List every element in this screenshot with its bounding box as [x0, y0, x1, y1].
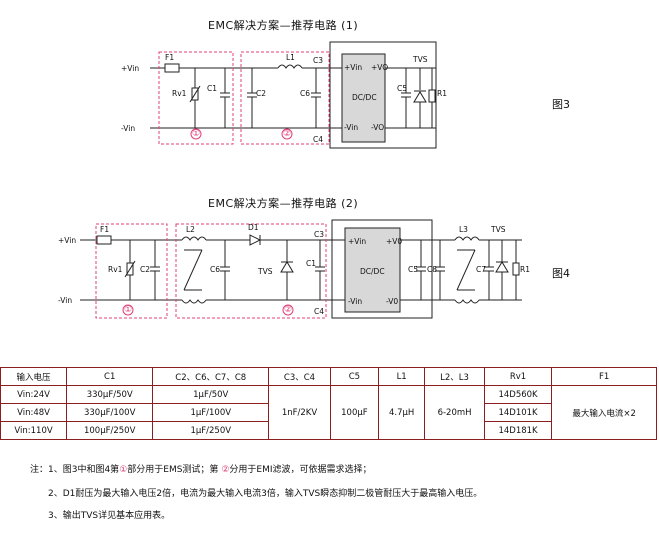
cell-f1: 最大输入电流×2 [551, 385, 657, 440]
fig2-module-vo-pos: +V0 [386, 237, 402, 246]
fig2-section1: ① [124, 305, 133, 315]
cell-c2: 1μF/100V [152, 403, 270, 422]
cell-rv1: 14D560K [483, 385, 553, 404]
header-c2: C2、C6、C7、C8 [152, 367, 270, 386]
note-1-b: 部分用于EMS测试；第 [127, 465, 219, 475]
fig2-tvs-in: TVS [257, 267, 273, 276]
fig2-l3: L3 [459, 225, 468, 234]
header-c5: C5 [329, 367, 379, 386]
cell-rv1: 14D181K [483, 421, 553, 440]
header-l1: L1 [377, 367, 426, 386]
note-2: 2、D1耐压为最大输入电压2倍，电流为最大输入电流3倍，输入TVS瞬态抑制二极管… [48, 489, 483, 499]
fig2-c4: C4 [314, 307, 324, 316]
figure1-schematic: +Vin -Vin F1 Rv1 C1 C2 L1 C6 C3 C4 +Vin … [121, 41, 447, 149]
fig2-c8: C8 [427, 265, 437, 274]
fig1-module-vin-pos: +Vin [344, 63, 362, 72]
fig1-input-pos: +Vin [121, 64, 139, 73]
table-row: Vin:48V 330μF/100V 1μF/100V 14D101K [0, 403, 657, 422]
fig2-l2: L2 [186, 225, 195, 234]
figure2-label: 图4 [552, 267, 570, 280]
cell-voltage: Vin:48V [0, 403, 68, 422]
component-table: 输入电压 C1 C2、C6、C7、C8 C3、C4 C5 L1 L2、L3 Rv… [0, 367, 657, 440]
fig2-c3: C3 [314, 230, 324, 239]
table-row: Vin:24V 330μF/50V 1μF/50V 1nF/2KV 100μF … [0, 385, 657, 440]
figure2-schematic: +Vin -Vin F1 Rv1 C2 L2 C6 D1 TVS C1 C3 C… [58, 219, 530, 319]
fig2-c2: C2 [140, 265, 150, 274]
fig1-c5: C5 [397, 84, 407, 93]
cell-voltage: Vin:110V [0, 421, 68, 440]
header-l2l3: L2、L3 [424, 367, 485, 386]
figure1-title: EMC解决方案—推荐电路 (1) [208, 19, 359, 32]
fig2-varistor: Rv1 [108, 265, 123, 274]
cell-c3c4: 1nF/2KV [268, 385, 331, 440]
cell-l1: 4.7μH [377, 385, 426, 440]
fig1-module-vo-neg: -VO [371, 123, 384, 132]
note-1-a: 注：1、图3中和图4第 [30, 465, 120, 475]
cell-rv1: 14D101K [483, 403, 553, 422]
fig2-module-vin-neg: -Vin [348, 297, 362, 306]
cell-c2: 1μF/50V [152, 385, 270, 404]
cell-c1: 100μF/250V [66, 421, 154, 440]
figure1-label: 图3 [552, 98, 570, 111]
note-1-circle1: ① [119, 465, 128, 475]
fig2-tvs-out: TVS [490, 225, 506, 234]
figure2-title: EMC解决方案—推荐电路 (2) [208, 197, 359, 210]
fig1-c3: C3 [313, 56, 323, 65]
header-voltage: 输入电压 [0, 367, 68, 386]
fig2-input-neg: -Vin [58, 296, 72, 305]
note-1-c: 分用于EMI滤波，可依据需求选择； [229, 465, 372, 475]
fig1-varistor: Rv1 [172, 89, 187, 98]
cell-l2l3: 6-20mH [424, 385, 485, 440]
fig1-input-neg: -Vin [121, 124, 135, 133]
fig2-module-vin-pos: +Vin [348, 237, 366, 246]
note-1-circle2: ② [221, 465, 230, 475]
fig2-module-name: DC/DC [360, 267, 385, 276]
fig2-module-vo-neg: -V0 [386, 297, 398, 306]
fig1-c6: C6 [300, 89, 310, 98]
fig1-section1: ① [192, 129, 201, 139]
fig1-module-vo-pos: +VO [371, 63, 388, 72]
fig1-c4: C4 [313, 135, 323, 144]
fig1-module-vin-neg: -Vin [344, 123, 358, 132]
fig2-d1: D1 [248, 223, 259, 232]
fig1-module-name: DC/DC [352, 93, 377, 102]
cell-voltage: Vin:24V [0, 385, 68, 404]
table-row: Vin:110V 100μF/250V 1μF/250V 14D181K [0, 421, 657, 440]
fig2-input-pos: +Vin [58, 236, 76, 245]
cell-c2: 1μF/250V [152, 421, 270, 440]
cell-c1: 330μF/100V [66, 403, 154, 422]
header-rv1: Rv1 [483, 367, 553, 386]
fig2-c1: C1 [306, 259, 316, 268]
fig2-c6: C6 [210, 265, 220, 274]
fig1-tvs: TVS [412, 55, 428, 64]
header-f1: F1 [551, 367, 657, 386]
fig1-fuse: F1 [165, 53, 174, 62]
fig1-r1: R1 [437, 89, 447, 98]
note-3: 3、输出TVS详见基本应用表。 [48, 511, 171, 521]
cell-c5: 100μF [329, 385, 379, 440]
cell-c1: 330μF/50V [66, 385, 154, 404]
fig2-r1: R1 [520, 265, 530, 274]
fig2-c5: C5 [408, 265, 418, 274]
header-c1: C1 [66, 367, 154, 386]
table-header-row: 输入电压 C1 C2、C6、C7、C8 C3、C4 C5 L1 L2、L3 Rv… [0, 367, 657, 386]
fig1-c2: C2 [256, 89, 266, 98]
note-1: 注：1、图3中和图4第①部分用于EMS测试；第 ②分用于EMI滤波，可依据需求选… [30, 462, 372, 475]
fig1-l1: L1 [286, 53, 295, 62]
header-c3c4: C3、C4 [268, 367, 331, 386]
fig2-section2: ② [284, 305, 293, 315]
fig2-fuse: F1 [100, 225, 109, 234]
fig2-c7: C7 [476, 265, 486, 274]
fig1-section2: ② [283, 129, 292, 139]
fig1-c1: C1 [207, 84, 217, 93]
